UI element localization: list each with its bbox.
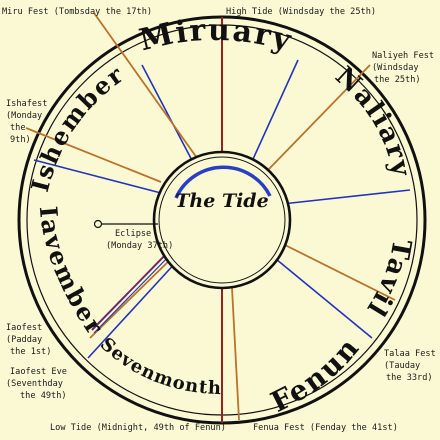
annotation-line: (Windsday — [372, 63, 419, 73]
spoke-orange — [274, 239, 396, 301]
spoke-blue — [264, 249, 373, 339]
spoke-blue — [33, 159, 162, 194]
spoke-blue — [281, 189, 411, 205]
annotation-line: the 1st) — [10, 347, 51, 357]
annotation-iaofest-eve: Iaofest Eve (Seventhday the 49th) — [6, 367, 67, 401]
center-title: The Tide — [175, 190, 268, 212]
annotation-line: the — [10, 123, 26, 133]
annotation-line: Iaofest — [6, 323, 42, 333]
eclipse-marker-icon — [93, 219, 103, 229]
annotation-line: the 33rd) — [386, 373, 433, 383]
annotation-line: Iaofest Eve — [10, 367, 67, 377]
spoke-blue — [87, 259, 179, 359]
spoke-blue — [141, 64, 197, 169]
inner-circle — [152, 150, 292, 290]
spoke-blue — [93, 250, 175, 334]
annotation-line: (Monday — [6, 111, 42, 121]
annotation-talaa-fest: Talaa Fest (Tauday the 33rd) — [384, 349, 436, 383]
annotation-high-tide: High Tide (Windsday the 25th) — [226, 7, 376, 17]
spoke-orange — [89, 254, 176, 339]
month-label-sevenmonth: Sevenmonth — [96, 334, 223, 400]
annotation-line: Ishafest — [6, 99, 47, 109]
annotation-fenua-fest: Fenua Fest (Fenday the 41st) — [253, 423, 398, 433]
annotation-line: the 49th) — [20, 391, 67, 401]
month-label-miruary: Miruary — [136, 13, 296, 59]
annotation-line: (Padday — [6, 335, 42, 345]
annotation-iaofest: Iaofest (Padday the 1st) — [6, 323, 51, 357]
annotation-naliyeh-fest: Naliyeh Fest (Windsday the 25th) — [372, 51, 434, 85]
annotation-miru-fest: Miru Fest (Tombsday the 17th) — [2, 7, 152, 17]
spoke-orange — [267, 64, 371, 171]
annotation-line: Eclipse — [115, 229, 151, 239]
tide-arc — [174, 165, 272, 199]
annotation-line: the 25th) — [374, 75, 421, 85]
inner-circle-thin — [158, 156, 286, 284]
annotation-line: (Monday 37th) — [106, 241, 173, 251]
annotation-line: Talaa Fest — [384, 349, 436, 359]
annotation-line: Naliyeh Fest — [372, 51, 434, 61]
annotation-line: 9th) — [10, 135, 31, 145]
spoke-orange — [25, 127, 162, 183]
spoke-blue — [248, 59, 299, 169]
spoke-orange — [93, 12, 198, 159]
annotation-eclipse: Eclipse (Monday 37th) — [106, 229, 173, 251]
spoke-purple — [91, 247, 173, 331]
annotation-ishafest: Ishafest (Monday the 9th) — [6, 99, 47, 145]
annotation-line: (Seventhday — [6, 379, 63, 389]
annotation-low-tide: Low Tide (Midnight, 49th of Fenun) — [50, 423, 226, 433]
spoke-orange — [231, 287, 240, 421]
spokes — [25, 12, 411, 423]
annotation-line: (Tauday — [384, 361, 420, 371]
